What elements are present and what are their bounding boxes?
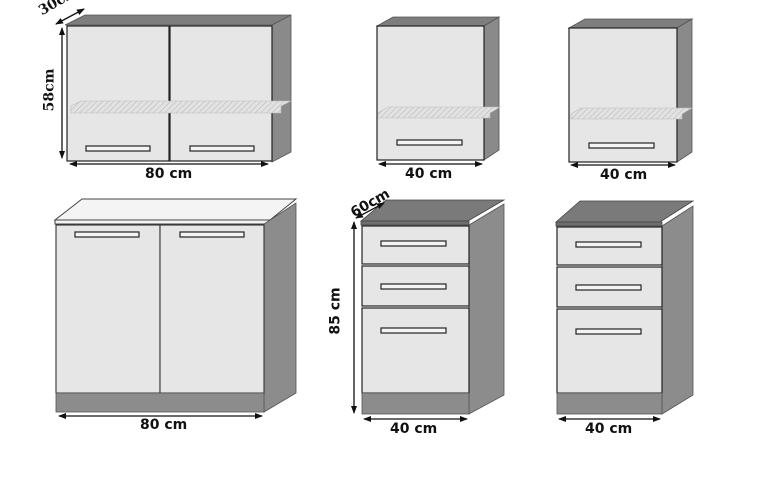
- cabinet-side: [483, 16, 500, 161]
- drawer-handle: [380, 327, 447, 334]
- door-left: [55, 224, 161, 394]
- wall-cabinet-40-b: [567, 18, 694, 168]
- wall80-height-label: 58cm: [41, 68, 58, 112]
- drawer-b-width-label: 40 cm: [585, 421, 633, 437]
- drawer-a-width-label: 40 cm: [390, 421, 438, 437]
- cabinet-side: [263, 202, 297, 413]
- drawer-3: [361, 307, 470, 394]
- plinth: [55, 392, 265, 413]
- cabinet-side: [676, 18, 693, 163]
- base80-width-label: 80 cm: [140, 417, 188, 433]
- door-handle: [85, 145, 151, 152]
- door-handle: [74, 231, 140, 238]
- glass-shelf: [377, 106, 502, 119]
- drawer-base-cabinet-40-b: [554, 200, 695, 422]
- worktop-front: [54, 219, 271, 225]
- door-handle: [588, 142, 655, 149]
- plinth: [556, 392, 663, 415]
- plinth: [361, 392, 470, 415]
- drawer-3: [556, 308, 663, 394]
- wall-cabinet-40-a: [375, 16, 502, 167]
- door: [568, 27, 678, 163]
- door-handle: [179, 231, 245, 238]
- drawer-a-height-label: 85 cm: [327, 287, 344, 335]
- depth-dimension-arrow: [55, 8, 85, 25]
- door: [376, 25, 485, 161]
- cabinet-side: [468, 203, 505, 415]
- drawer-handle: [380, 240, 447, 247]
- wall40b-width-label: 40 cm: [600, 167, 648, 183]
- drawer-handle: [380, 283, 447, 290]
- door-handle: [396, 139, 463, 146]
- drawer-handle: [575, 284, 642, 291]
- drawer-handle: [575, 241, 642, 248]
- cabinet-side: [271, 14, 292, 163]
- worktop-front: [555, 221, 663, 227]
- door-right: [159, 224, 265, 394]
- cabinet-top: [375, 16, 501, 27]
- door-left: [66, 25, 170, 162]
- depth-dimension-arrow: [355, 202, 385, 219]
- drawer-base-cabinet-40-a: [351, 199, 506, 422]
- glass-shelf: [70, 100, 292, 114]
- cabinet-top: [567, 18, 694, 29]
- glass-shelf: [570, 107, 694, 120]
- worktop-front: [360, 220, 470, 226]
- cabinet-side: [661, 205, 694, 415]
- drawer-handle: [575, 328, 642, 335]
- worktop-top: [53, 198, 298, 221]
- wall-cabinet-80: [55, 8, 292, 167]
- door-handle: [189, 145, 255, 152]
- wall40a-width-label: 40 cm: [405, 166, 453, 182]
- cabinet-top: [64, 14, 292, 26]
- wall80-width-label: 80 cm: [145, 166, 193, 182]
- base-cabinet-80: [53, 198, 298, 419]
- door-right: [169, 25, 273, 162]
